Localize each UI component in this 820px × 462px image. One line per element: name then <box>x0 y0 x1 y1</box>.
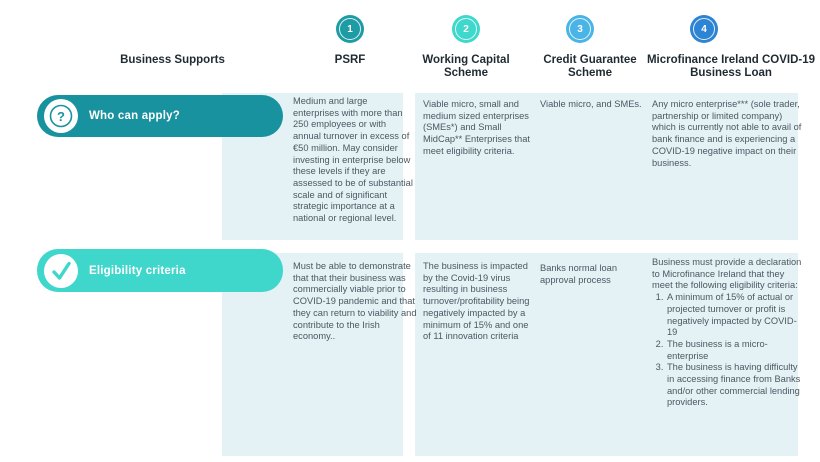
cell-eligibility-microfinance: Business must provide a declaration to M… <box>652 257 804 409</box>
list-item: A minimum of 15% of actual or projected … <box>666 292 804 339</box>
cell-who-credit-guarantee: Viable micro, and SMEs. <box>540 99 642 109</box>
step-circle-3-ring <box>569 18 591 40</box>
row-label-text: Who can apply? <box>89 110 180 122</box>
step-circle-3: 3 <box>566 15 594 43</box>
cell-who-microfinance: Any micro enterprise*** (sole trader, pa… <box>652 99 802 168</box>
header-working-capital-scheme: Working Capital Scheme <box>422 54 510 79</box>
step-number-3: 3 <box>577 23 583 35</box>
header-credit-guarantee-scheme: Credit Guarantee Scheme <box>543 54 637 79</box>
row-label-eligibility-criteria: Eligibility criteria <box>37 249 283 292</box>
step-circle-2: 2 <box>452 15 480 43</box>
step-number-4: 4 <box>701 23 707 35</box>
row-band-eligibility-right <box>415 253 798 456</box>
cell-who-psrf: Medium and large enterprises with more t… <box>293 96 413 224</box>
header-psrf: PSRF <box>334 54 366 66</box>
person-question-icon: ? <box>44 99 78 133</box>
microfinance-eligibility-list: A minimum of 15% of actual or projected … <box>652 292 804 409</box>
microfinance-eligibility-intro: Business must provide a declaration to M… <box>652 257 802 291</box>
step-circle-2-ring <box>455 18 477 40</box>
step-circle-1: 1 <box>336 15 364 43</box>
row-label-text: Eligibility criteria <box>89 264 186 277</box>
cell-eligibility-credit-guarantee: Banks normal loan approval process <box>540 263 617 285</box>
list-item: The business is having difficulty in acc… <box>666 362 804 409</box>
cell-eligibility-psrf: Must be able to demonstrate that that th… <box>293 261 417 342</box>
step-circle-4-ring <box>693 18 715 40</box>
row-band-who-right <box>415 93 798 240</box>
step-circle-1-ring <box>339 18 361 40</box>
svg-text:?: ? <box>57 109 65 124</box>
list-item: The business is a micro-enterprise <box>666 339 804 362</box>
step-circle-4: 4 <box>690 15 718 43</box>
row-label-who-can-apply: ? Who can apply? <box>37 95 283 137</box>
cell-eligibility-working-capital: The business is impacted by the Covid-19… <box>423 261 530 342</box>
step-number-2: 2 <box>463 23 469 35</box>
header-business-supports: Business Supports <box>120 54 225 66</box>
step-number-1: 1 <box>347 23 353 35</box>
header-microfinance-ireland: Microfinance Ireland COVID-19 Business L… <box>646 54 816 79</box>
cell-who-working-capital: Viable micro, small and medium sized ent… <box>423 99 530 156</box>
checkmark-icon <box>44 253 78 288</box>
